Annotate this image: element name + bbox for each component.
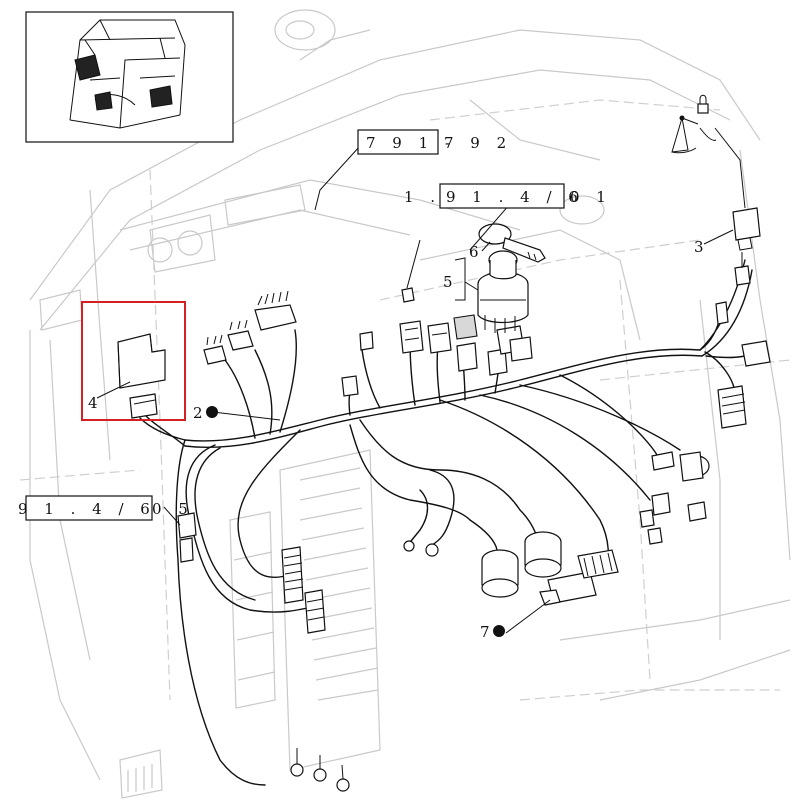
reference-1-91-4-6-01-suffix: 0 1 — [570, 188, 612, 206]
item-4-relay — [81, 301, 186, 447]
callout-5: 5 — [443, 273, 453, 291]
dash-connector-small — [203, 345, 227, 365]
callout-2: 2 — [193, 404, 203, 422]
reference-1-91-4-6-01-boxed: 9 1 . 4 / 6 — [446, 188, 584, 206]
reference-791-792-suffix: 7 9 2 — [444, 134, 512, 152]
main-harness-wires — [175, 259, 756, 786]
ignition-key — [478, 223, 512, 245]
callout-6: 6 — [469, 243, 479, 261]
reference-91-4-6-05: 9 1 . 4 / 6 0 5 — [18, 495, 194, 521]
leader-lines — [96, 127, 746, 634]
callout-3: 3 — [694, 238, 704, 256]
reference-791-792: 7 9 1 - 7 9 2 — [357, 129, 512, 155]
reference-1-91-4-6-01: 1 . 9 1 . 4 / 6 0 1 — [404, 183, 612, 209]
highlight-box — [81, 301, 186, 421]
connector-3 — [732, 207, 761, 241]
callout-7: 7 — [480, 623, 490, 641]
callout-2-bullet — [206, 406, 218, 418]
reference-91-4-6-05-boxed: 9 1 . 4 / 6 — [18, 500, 156, 518]
reference-791-792-boxed: 7 9 1 - — [366, 134, 456, 152]
reference-1-91-4-6-01-prefix: 1 . — [404, 188, 441, 206]
cab-thumbnail-icon — [25, 11, 234, 143]
dash-connector-large — [254, 304, 297, 331]
locked-key-icon — [671, 94, 717, 154]
background-cab-outline — [29, 9, 791, 799]
callout-7-bullet — [493, 625, 505, 637]
connectors — [177, 207, 771, 792]
callout-4: 4 — [88, 394, 98, 412]
reference-91-4-6-05-suffix: 0 5 — [152, 500, 194, 518]
dash-connector-mid — [227, 330, 254, 351]
